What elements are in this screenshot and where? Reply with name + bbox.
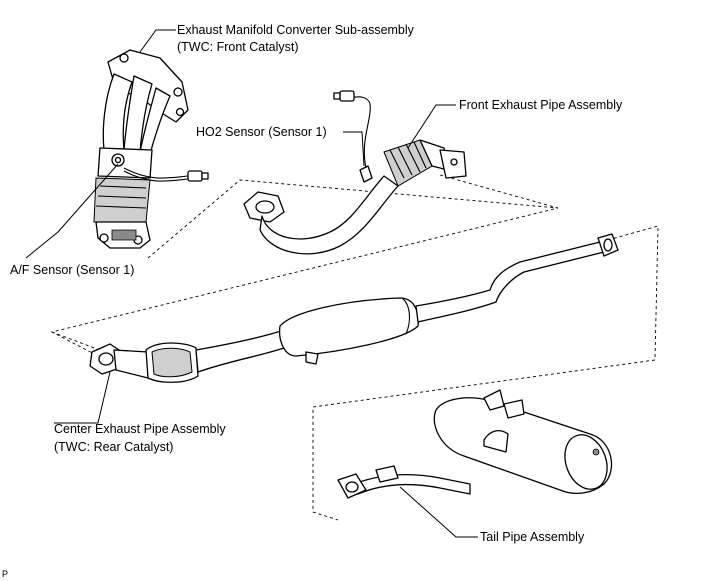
label-center-pipe-line2: (TWC: Rear Catalyst) [54,440,173,454]
label-af-sensor: A/F Sensor (Sensor 1) [10,263,134,277]
corner-mark: P [2,569,8,579]
center-exhaust-pipe [89,233,619,383]
exhaust-manifold-converter [93,49,189,249]
label-manifold-line2: (TWC: Front Catalyst) [177,40,299,54]
af-sensor [123,167,209,182]
tail-pipe-assembly [337,389,613,499]
label-tail-pipe: Tail Pipe Assembly [480,530,585,544]
label-ho2-sensor: HO2 Sensor (Sensor 1) [196,125,327,139]
leader-lines [25,29,478,538]
front-exhaust-pipe [243,90,467,255]
label-front-pipe: Front Exhaust Pipe Assembly [459,98,623,112]
label-manifold-line1: Exhaust Manifold Converter Sub-assembly [177,23,415,37]
label-center-pipe-line1: Center Exhaust Pipe Assembly [54,422,226,436]
